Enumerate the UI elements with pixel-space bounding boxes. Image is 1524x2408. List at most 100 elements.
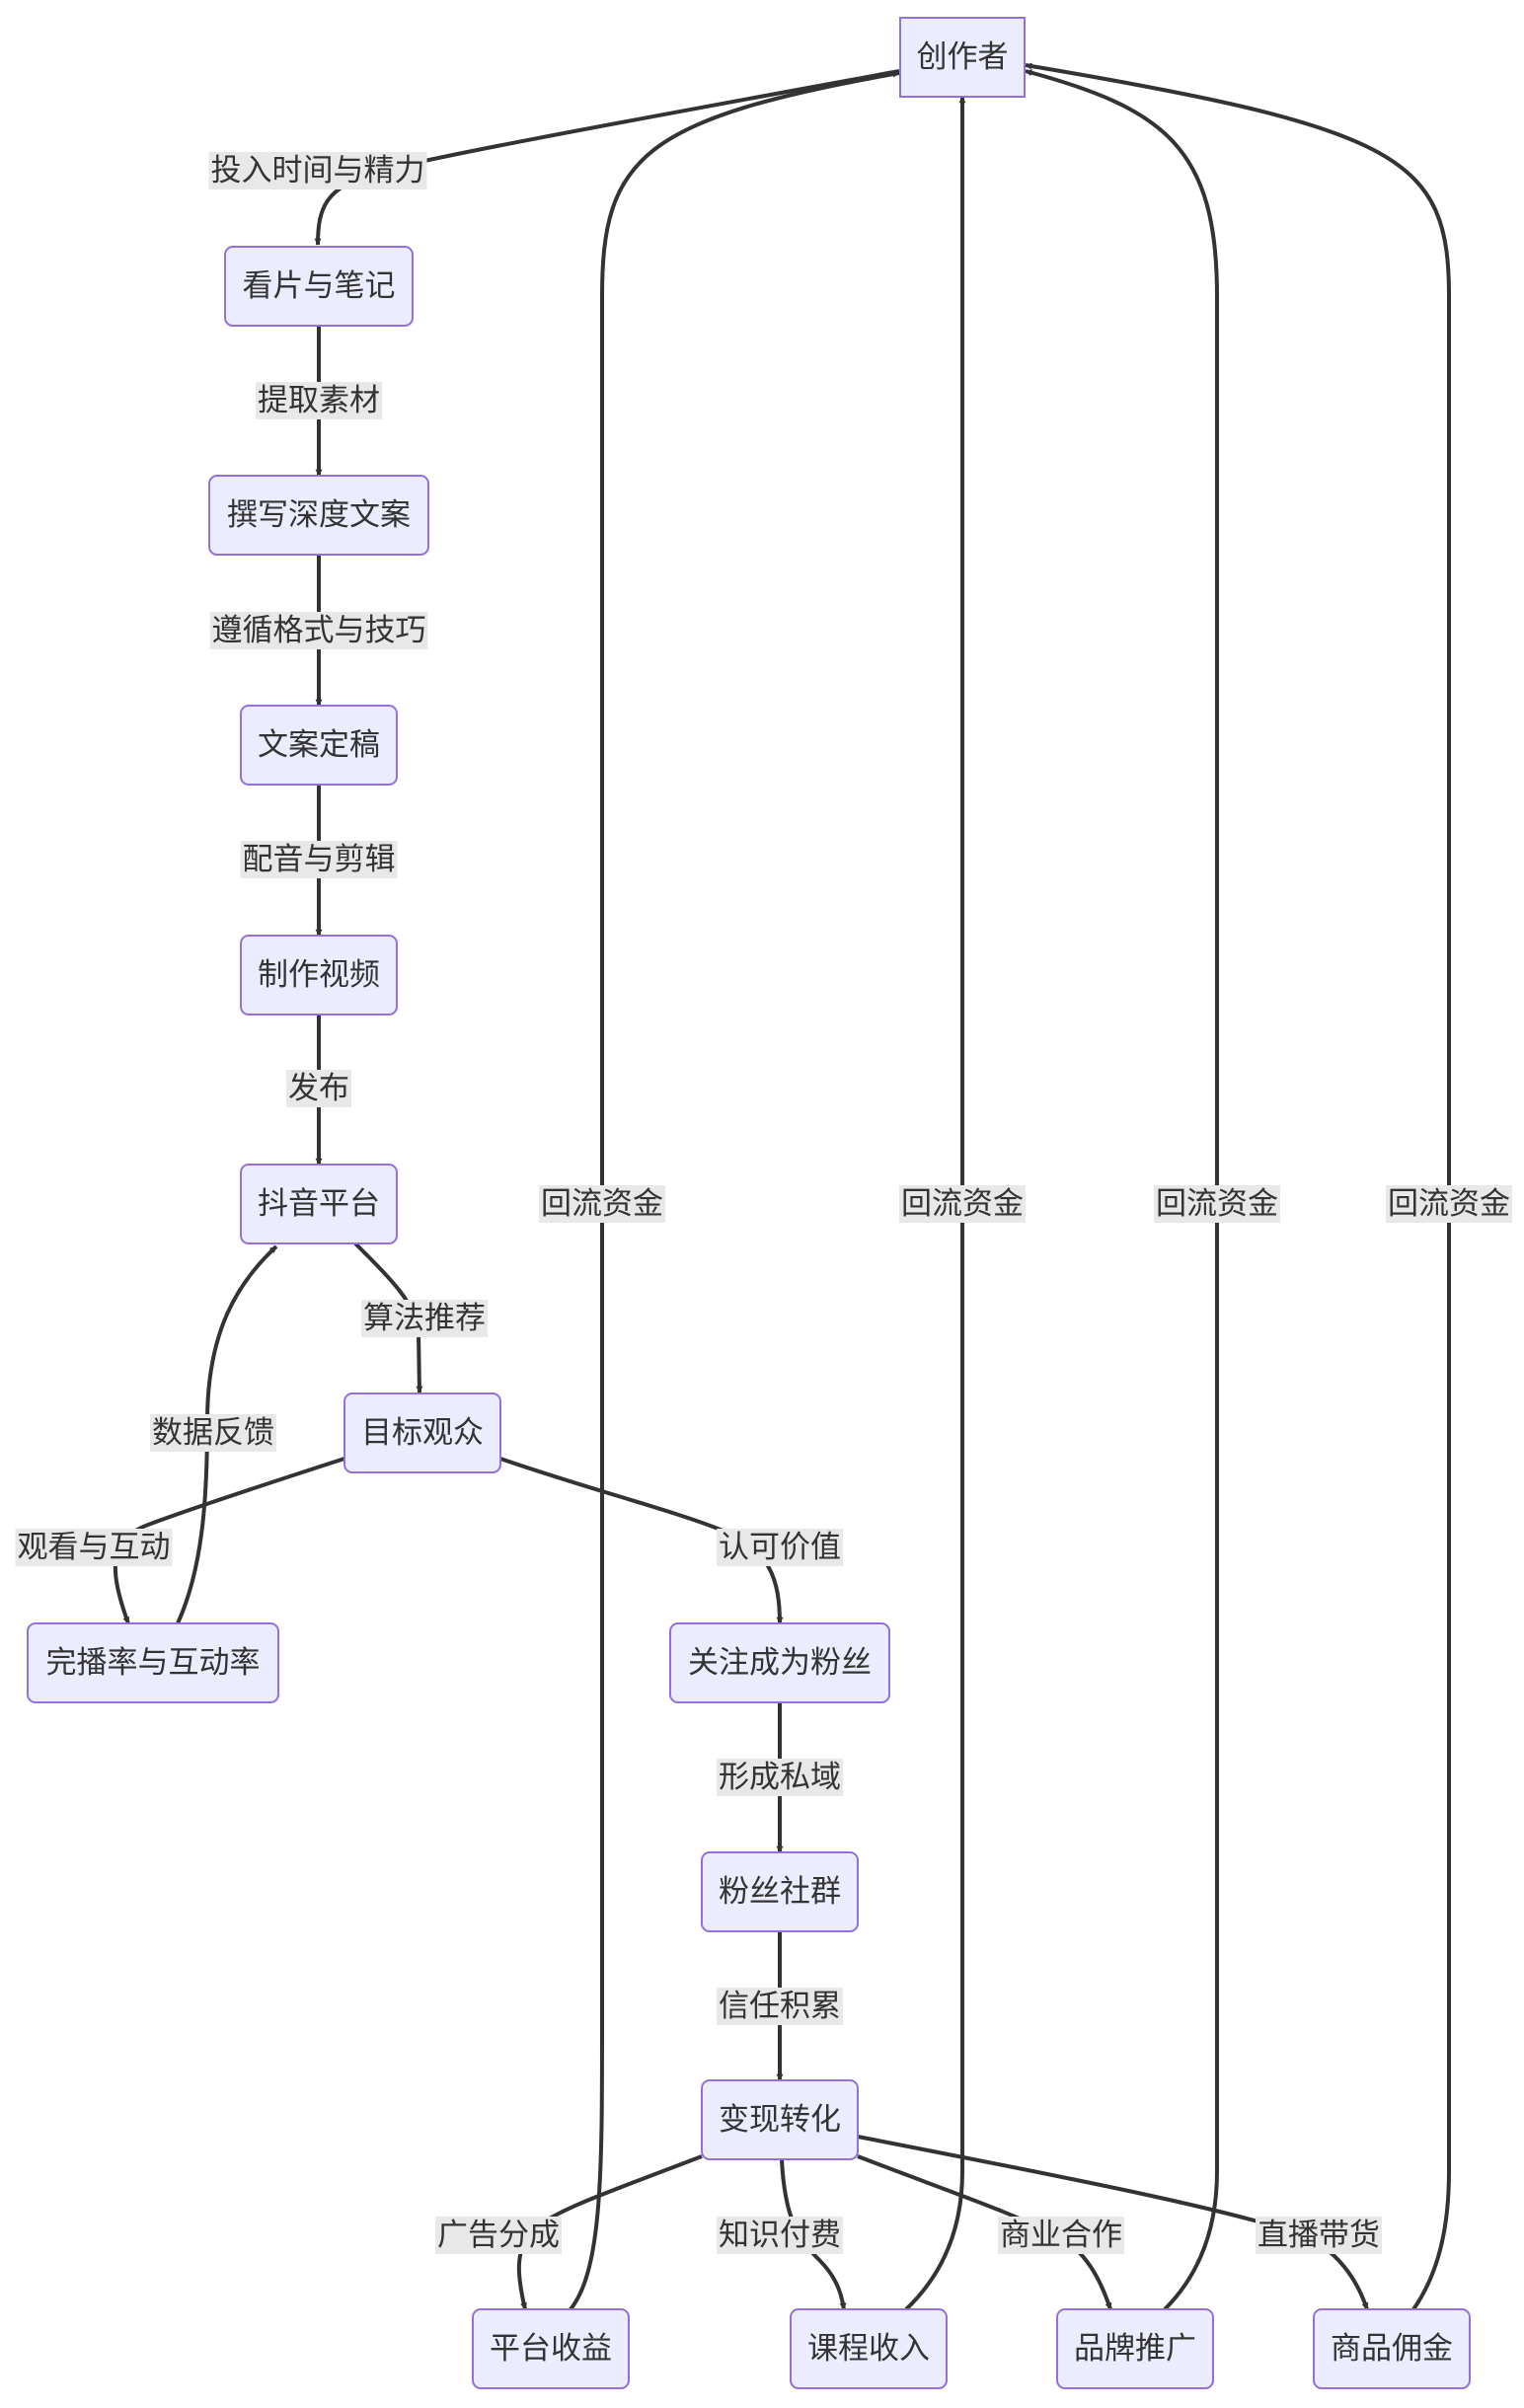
edge-label-background xyxy=(435,2217,562,2254)
edge-label-background xyxy=(1386,1185,1512,1223)
node-audience: 目标观众 xyxy=(343,1392,501,1473)
edge-line xyxy=(314,69,900,246)
edge-label: 直播带货 xyxy=(1256,2217,1382,2254)
node-label: 完播率与互动率 xyxy=(46,1645,261,1681)
edge-label: 提取素材 xyxy=(256,382,382,419)
node-creator: 创作者 xyxy=(899,17,1026,98)
node-label: 撰写深度文案 xyxy=(227,497,411,533)
node-box xyxy=(240,705,398,786)
edge-label: 观看与互动 xyxy=(15,1529,173,1566)
node-label: 看片与笔记 xyxy=(243,268,396,304)
edge-line xyxy=(499,1457,784,1624)
node-box xyxy=(472,2308,630,2389)
node-label: 制作视频 xyxy=(258,957,380,993)
edge-label-text: 商业合作 xyxy=(1000,2218,1122,2253)
node-course: 课程收入 xyxy=(790,2308,948,2389)
edge-line xyxy=(904,96,966,2311)
edge-label-background xyxy=(717,1529,843,1566)
node-produce: 制作视频 xyxy=(240,935,398,1016)
node-label: 商品佣金 xyxy=(1331,2331,1453,2367)
node-label: 目标观众 xyxy=(361,1415,484,1451)
node-box xyxy=(208,475,429,556)
node-follow: 关注成为粉丝 xyxy=(669,1622,890,1703)
node-box xyxy=(240,1164,398,1244)
edge-line xyxy=(780,2158,847,2310)
edge-label: 回流资金 xyxy=(1386,1185,1512,1223)
edge-label: 发布 xyxy=(286,1070,351,1107)
edge-label: 回流资金 xyxy=(539,1185,665,1223)
node-brand: 品牌推广 xyxy=(1056,2308,1214,2389)
edge-label-background xyxy=(15,1529,173,1566)
edge-label-text: 回流资金 xyxy=(901,1186,1024,1222)
edge-label-text: 观看与互动 xyxy=(18,1530,171,1565)
node-box xyxy=(343,1392,501,1473)
node-label: 平台收益 xyxy=(490,2331,612,2367)
node-box xyxy=(1313,2308,1471,2389)
node-box xyxy=(27,1622,279,1703)
edge-label-text: 回流资金 xyxy=(1388,1186,1510,1222)
edge-monetize-to-course xyxy=(780,2158,847,2310)
edge-line xyxy=(569,70,900,2311)
edge-label-background xyxy=(150,1414,276,1452)
edge-label-background xyxy=(717,1988,843,2025)
edge-label: 信任积累 xyxy=(717,1988,843,2025)
edge-brand-to-creator xyxy=(1025,69,1219,2311)
edge-monetize-to-goods xyxy=(857,2135,1369,2310)
node-douyin: 抖音平台 xyxy=(240,1164,398,1244)
edge-platform-to-creator xyxy=(569,70,900,2311)
edge-label: 算法推荐 xyxy=(361,1300,488,1337)
node-label: 课程收入 xyxy=(807,2331,930,2367)
edge-label: 知识付费 xyxy=(717,2217,843,2254)
edge-label-text: 发布 xyxy=(288,1071,349,1106)
edge-label: 商业合作 xyxy=(998,2217,1124,2254)
edge-label-background xyxy=(286,1070,351,1107)
node-box xyxy=(240,935,398,1016)
edge-creator-to-watch xyxy=(314,69,900,246)
node-box xyxy=(224,246,414,327)
edge-label-background xyxy=(899,1185,1026,1223)
edge-label-text: 知识付费 xyxy=(719,2218,841,2253)
edge-label-background xyxy=(240,841,398,878)
edge-label: 配音与剪辑 xyxy=(240,841,398,878)
node-label: 抖音平台 xyxy=(258,1186,380,1222)
node-fans: 粉丝社群 xyxy=(701,1851,859,1932)
edge-label-background xyxy=(209,612,428,649)
edge-label-text: 认可价值 xyxy=(719,1530,841,1565)
node-watch: 看片与笔记 xyxy=(224,246,414,327)
edge-audience-to-metrics xyxy=(113,1457,345,1624)
node-box xyxy=(1056,2308,1214,2389)
edge-line xyxy=(1025,62,1451,2311)
edge-label-text: 直播带货 xyxy=(1257,2218,1380,2253)
edge-label-text: 广告分成 xyxy=(437,2218,560,2253)
edge-label-background xyxy=(1256,2217,1382,2254)
node-monetize: 变现转化 xyxy=(701,2079,859,2160)
edge-label: 回流资金 xyxy=(899,1185,1026,1223)
edge-label-text: 提取素材 xyxy=(258,383,380,418)
edge-label-text: 配音与剪辑 xyxy=(243,842,396,877)
edge-goods-to-creator xyxy=(1025,62,1451,2311)
edge-label-background xyxy=(717,2217,843,2254)
edge-label-text: 遵循格式与技巧 xyxy=(212,613,426,648)
edge-label-background xyxy=(998,2217,1124,2254)
edge-label-background xyxy=(539,1185,665,1223)
edge-label-background xyxy=(361,1300,488,1337)
edge-course-to-creator xyxy=(904,96,966,2311)
edge-label-background xyxy=(208,152,427,189)
edge-label: 认可价值 xyxy=(717,1529,843,1566)
edge-label-text: 回流资金 xyxy=(541,1186,663,1222)
node-box xyxy=(701,1851,859,1932)
edge-label: 投入时间与精力 xyxy=(208,152,427,189)
edge-label-text: 投入时间与精力 xyxy=(211,153,425,188)
node-box xyxy=(701,2079,859,2160)
node-metrics: 完播率与互动率 xyxy=(27,1622,279,1703)
edge-line xyxy=(857,2135,1369,2310)
edge-label-text: 形成私域 xyxy=(719,1760,841,1795)
node-label: 文案定稿 xyxy=(258,727,380,763)
node-write: 撰写深度文案 xyxy=(208,475,429,556)
edge-label: 数据反馈 xyxy=(150,1414,276,1452)
edge-label-background xyxy=(717,1759,843,1796)
node-label: 创作者 xyxy=(917,39,1009,75)
node-box xyxy=(899,17,1026,98)
edge-line xyxy=(113,1457,345,1624)
